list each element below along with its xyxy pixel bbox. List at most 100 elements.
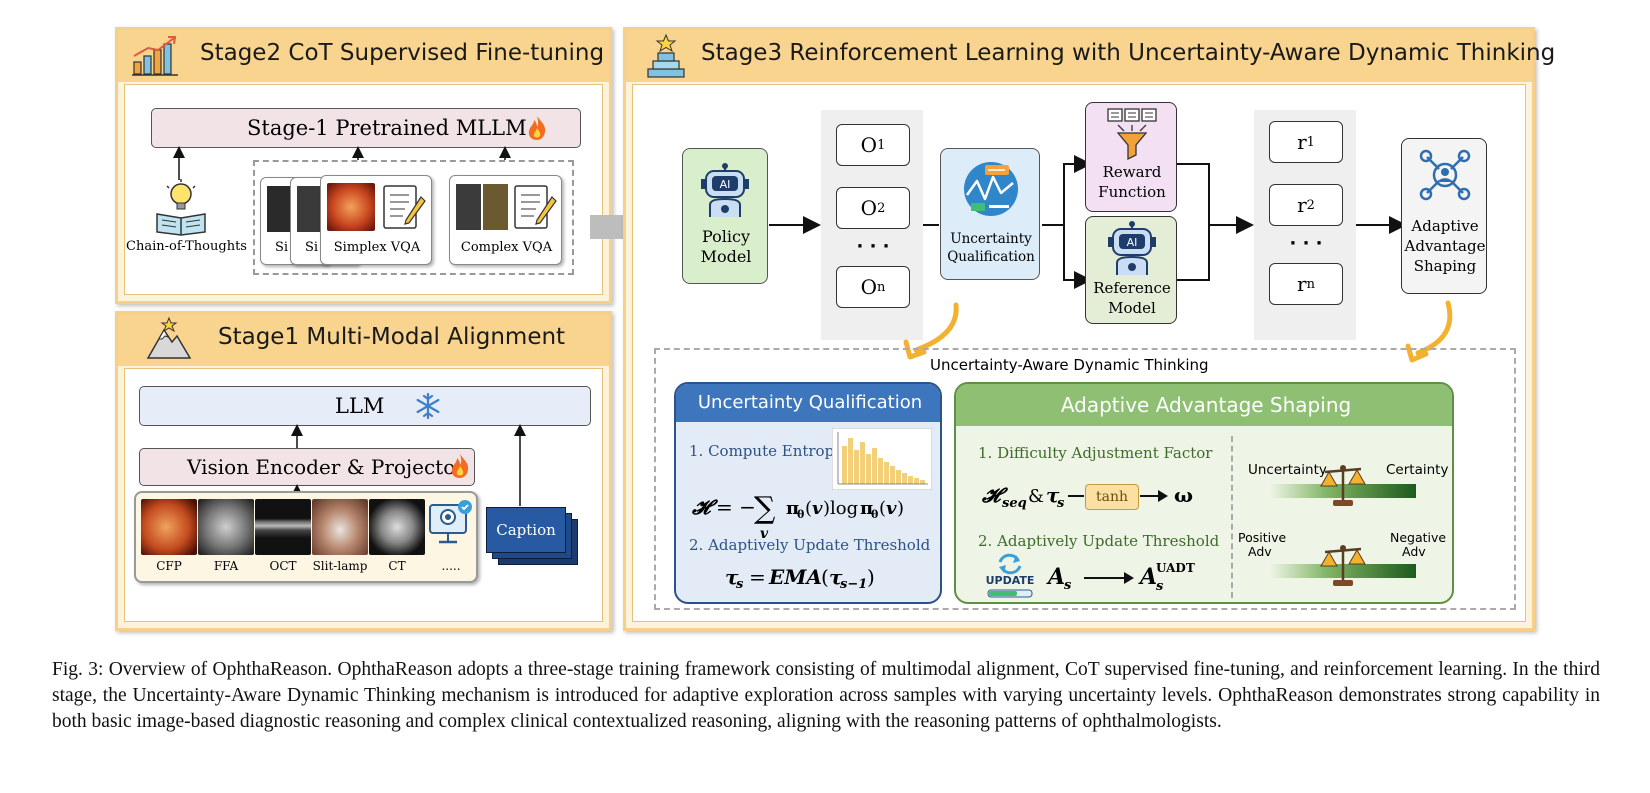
svg-text:AI: AI xyxy=(720,178,731,191)
rewards-ellipsis: · · · xyxy=(1289,233,1323,254)
fire-icon xyxy=(528,116,546,140)
output-o1-main: O xyxy=(860,133,878,157)
stage1-header xyxy=(118,314,609,366)
output-on-sub: n xyxy=(877,279,886,295)
svg-text:A: A xyxy=(1046,564,1065,590)
update-icon xyxy=(987,553,1033,598)
mountain-icon xyxy=(146,316,192,359)
uncertainty-box-label-2: Qualification xyxy=(947,249,1035,265)
reward-funnel-icon xyxy=(1107,108,1157,161)
fire-icon-2 xyxy=(451,454,469,478)
document-pen-icon xyxy=(383,185,426,229)
svg-text:): ) xyxy=(867,565,875,589)
svg-text:s: s xyxy=(1156,579,1164,594)
policy-model-label-2: Model xyxy=(700,247,752,266)
svg-text:π: π xyxy=(786,498,799,519)
multi-image-grid-thumb xyxy=(456,184,508,230)
svg-text:s: s xyxy=(1064,578,1072,593)
snowflake-icon xyxy=(416,392,440,420)
svg-text:s: s xyxy=(1057,496,1065,511)
ct-image xyxy=(369,499,425,555)
aas-panel-header xyxy=(956,384,1452,426)
vqa-card-label-1: Si xyxy=(275,240,289,255)
cfp-image xyxy=(141,499,197,555)
svg-text:EMA: EMA xyxy=(768,565,822,589)
positive-adv-label-2: Adv xyxy=(1248,544,1272,559)
robot-ai-icon-2: AI xyxy=(1108,221,1156,275)
uq-panel: Uncertainty Qualification 1. Compute Ent… xyxy=(674,382,942,604)
caption-card: Caption xyxy=(486,507,566,553)
stage2-arrows xyxy=(173,146,511,180)
aas-panel: Adaptive Advantage Shaping 1. Difficulty… xyxy=(954,382,1454,604)
dynamic-thinking-label: Uncertainty-Aware Dynamic Thinking xyxy=(926,356,1213,374)
growth-chart-icon xyxy=(132,36,178,76)
svg-text:(: ( xyxy=(805,498,812,519)
reference-model-label-2: Model xyxy=(1108,299,1156,317)
modality-label-ct: CT xyxy=(388,559,406,573)
advantage-formula: A s A s UADT xyxy=(1046,561,1195,594)
monitor-scan-icon xyxy=(429,500,472,544)
stage3-header xyxy=(626,30,1532,82)
reward-r2-sub: 2 xyxy=(1306,197,1315,213)
svg-text:θ: θ xyxy=(797,508,804,521)
svg-text:s−1: s−1 xyxy=(840,577,867,592)
reward-r1-main: r xyxy=(1297,130,1307,154)
svg-text:v: v xyxy=(886,498,897,519)
entropy-formula: 𝓗 = − ∑ v π θ ( v )log π θ ( v ) xyxy=(691,491,904,542)
complex-vqa-card: Complex VQA xyxy=(449,175,562,265)
svg-text:seq: seq xyxy=(1002,496,1027,511)
reward-function-label-2: Function xyxy=(1098,183,1166,201)
balance-scale-icon xyxy=(1320,465,1366,506)
reward-function-label-1: Reward xyxy=(1102,163,1162,181)
stage2-panel: Stage2 CoT Supervised Fine-tuning Stage-… xyxy=(115,27,612,304)
modality-images-frame: CFP FFA OCT Slit-lamp CT ..... xyxy=(134,491,478,583)
svg-text:s: s xyxy=(736,577,744,592)
stage2-header xyxy=(118,30,609,82)
svg-text:)log: )log xyxy=(823,498,858,519)
svg-text:τ: τ xyxy=(1046,483,1060,507)
svg-text:ω: ω xyxy=(1174,483,1193,507)
vqa-dashed-group xyxy=(253,160,574,275)
complex-vqa-label: Complex VQA xyxy=(460,240,553,255)
adaptive-box-label-1: Adaptive xyxy=(1411,217,1479,235)
reward-r2-main: r xyxy=(1297,193,1307,217)
uq-step1: 1. Compute Entropy xyxy=(689,442,843,460)
positive-adv-label-1: Positive xyxy=(1238,530,1287,545)
entropy-histogram xyxy=(832,428,932,490)
reward-function-box: Reward Function xyxy=(1085,102,1177,212)
svg-text:=: = xyxy=(749,565,766,589)
reference-model-box: AI Reference Model xyxy=(1085,216,1177,324)
oct-image xyxy=(255,499,311,555)
llm-label: LLM xyxy=(335,394,385,418)
slit-lamp-image xyxy=(312,499,368,555)
reward-rn-main: r xyxy=(1297,272,1307,296)
aas-panel-title: Adaptive Advantage Shaping xyxy=(1060,393,1352,417)
uq-panel-header xyxy=(676,384,940,422)
outputs-ellipsis: · · · xyxy=(856,236,890,257)
stage3-title: Stage3 Reinforcement Learning with Uncer… xyxy=(701,40,1556,66)
modality-label-ffa: FFA xyxy=(213,559,239,573)
svg-text:UADT: UADT xyxy=(1156,561,1195,575)
output-o2-main: O xyxy=(860,196,878,220)
adaptive-box-label-2: Advantage xyxy=(1404,237,1486,255)
certainty-label: Certainty xyxy=(1386,462,1449,478)
figure-caption: Fig. 3: Overview of OphthaReason. Ophtha… xyxy=(52,659,1600,732)
reward-rn-sub: n xyxy=(1306,276,1315,292)
svg-text:τ: τ xyxy=(725,565,739,589)
svg-text:= −: = − xyxy=(716,495,756,519)
stage3-panel: Stage3 Reinforcement Learning with Uncer… xyxy=(623,27,1555,631)
pretrained-mllm-box: Stage-1 Pretrained MLLM xyxy=(151,108,581,148)
uncertainty-chart-icon xyxy=(964,162,1018,216)
tanh-label: tanh xyxy=(1095,489,1128,505)
uq-panel-title: Uncertainty Qualification xyxy=(697,392,923,413)
llm-box: LLM xyxy=(139,386,591,426)
balance-scale-icon-2 xyxy=(1320,545,1366,586)
stage1-panel: Stage1 Multi-Modal Alignment LLM Vision … xyxy=(115,311,612,631)
negative-adv-label-2: Adv xyxy=(1402,544,1426,559)
reference-model-label-1: Reference xyxy=(1093,279,1171,297)
update-icon-text: UPDATE xyxy=(985,574,1035,587)
